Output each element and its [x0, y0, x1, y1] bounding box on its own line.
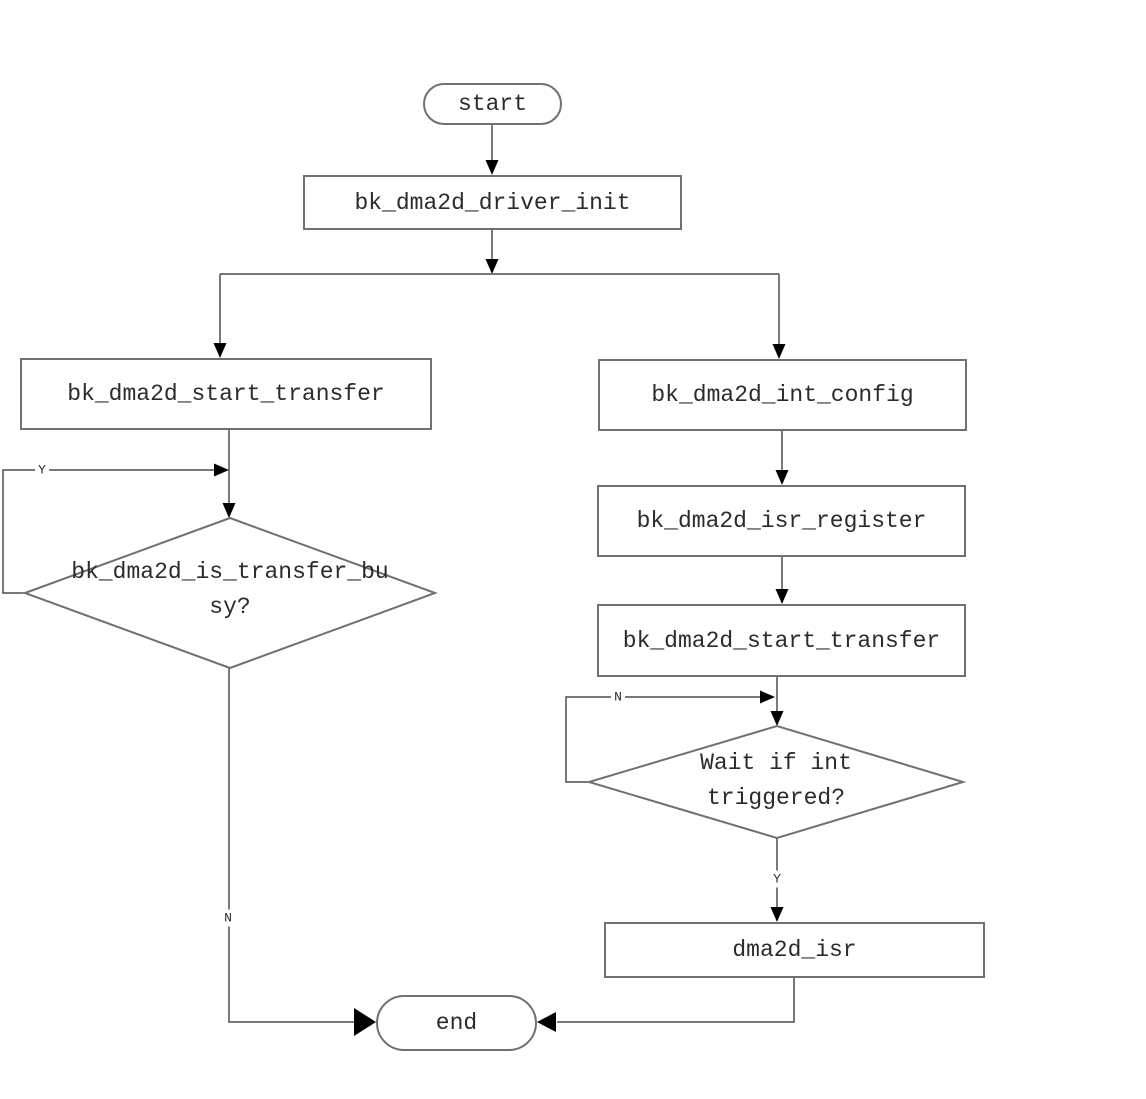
node-driver-init-label: bk_dma2d_driver_init [354, 189, 631, 216]
edge-label-wait-no: N [611, 688, 625, 706]
edge-wait-no-loop [565, 696, 760, 783]
arrowhead-end-left [354, 1008, 376, 1036]
arrowhead-wait-diamond [770, 711, 784, 726]
arrowhead-start-transfer-left [213, 343, 227, 358]
arrowhead-dma2d-isr [770, 907, 784, 922]
node-isr-register: bk_dma2d_isr_register [597, 485, 966, 557]
arrowhead-isr-register [775, 470, 789, 485]
decision-wait-if-int-label: Wait if int triggered? [700, 750, 852, 811]
node-end-label: end [435, 1010, 478, 1036]
decision-is-transfer-busy-label: bk_dma2d_is_transfer_busy? [71, 559, 389, 620]
arrowhead-busy-diamond [222, 503, 236, 518]
node-dma2d-isr-label: dma2d_isr [732, 937, 857, 963]
edge-label-busy-yes: Y [35, 461, 49, 479]
arrowhead-driver-init [485, 160, 499, 175]
edge-label-wait-yes: Y [770, 870, 784, 888]
node-isr-register-label: bk_dma2d_isr_register [636, 508, 927, 534]
edge-dma2d-isr-to-end [557, 978, 795, 1023]
node-start-label: start [457, 91, 527, 117]
arrowhead-start-transfer-right [775, 589, 789, 604]
node-driver-init: bk_dma2d_driver_init [303, 175, 682, 230]
node-int-config-label: bk_dma2d_int_config [651, 382, 914, 408]
node-start-transfer-right-label: bk_dma2d_start_transfer [622, 627, 941, 654]
arrowhead-int-config [772, 344, 786, 359]
edge-busy-yes-loop [2, 469, 214, 594]
node-start-transfer-left-label: bk_dma2d_start_transfer [67, 381, 385, 407]
arrowhead-wait-no-loop [760, 690, 775, 704]
arrowhead-busy-yes-loop [214, 463, 229, 477]
node-start: start [423, 83, 562, 125]
node-end: end [376, 995, 537, 1051]
node-start-transfer-left: bk_dma2d_start_transfer [20, 358, 432, 430]
arrowhead-end-right [537, 1012, 556, 1032]
node-dma2d-isr: dma2d_isr [604, 922, 985, 978]
arrowhead-split-junction [485, 259, 499, 274]
decision-wait-if-int-triggered [585, 724, 967, 840]
edge-label-busy-no: N [221, 909, 235, 927]
edge-busy-no-to-end [228, 668, 354, 1023]
decision-is-transfer-busy [22, 516, 438, 670]
node-start-transfer-right: bk_dma2d_start_transfer [597, 604, 966, 677]
node-int-config: bk_dma2d_int_config [598, 359, 967, 431]
